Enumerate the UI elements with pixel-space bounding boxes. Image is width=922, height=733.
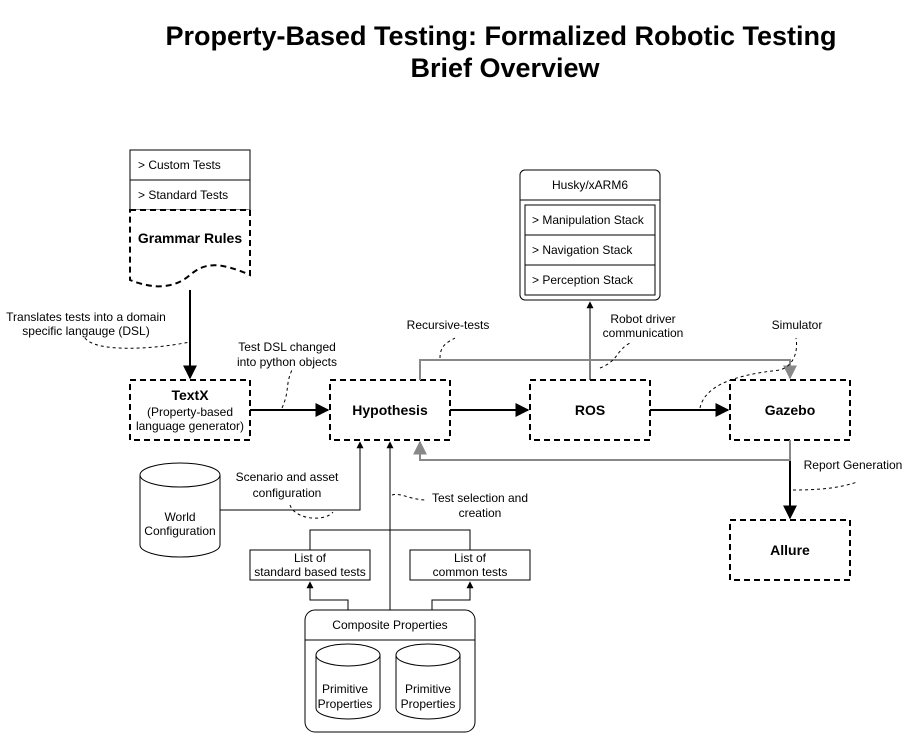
gazebo-label: Gazebo <box>765 402 816 418</box>
ros-node: ROS <box>529 379 651 441</box>
primitive1-line1: Primitive <box>322 682 368 696</box>
dsl-annotation-line2: specific langauge (DSL) <box>22 324 149 338</box>
recursive-tests-arrow <box>419 359 797 380</box>
composite-properties-block: Composite Properties Primitive Propertie… <box>304 609 476 733</box>
textx-sub2: language generator) <box>136 419 244 433</box>
hypothesis-node: Hypothesis <box>329 379 451 441</box>
common-list-line1: List of <box>454 551 487 565</box>
world-to-hypothesis-arrow <box>220 441 364 511</box>
world-config-line2: Configuration <box>144 524 215 538</box>
callout-curves <box>84 337 858 519</box>
grammar-block: > Custom Tests > Standard Tests Grammar … <box>129 149 251 288</box>
standard-tests-item: > Standard Tests <box>138 188 228 202</box>
textx-sub1: (Property-based <box>147 405 233 419</box>
report-feedback-arrow <box>413 440 791 461</box>
diagram-title-line1: Property-Based Testing: Formalized Robot… <box>165 21 836 51</box>
grammar-rules-label: Grammar Rules <box>138 230 242 246</box>
recursive-tests-annotation: Recursive-tests <box>407 318 490 332</box>
standard-list-line1: List of <box>294 551 327 565</box>
selection-annotation-line2: creation <box>459 506 502 520</box>
connectors <box>183 290 797 610</box>
scenario-annotation-line1: Scenario and asset <box>236 470 339 484</box>
world-config-cylinder: World Configuration <box>139 462 221 558</box>
diagram-title-line2: Brief Overview <box>410 53 600 83</box>
python-annotation-line1: Test DSL changed <box>238 340 336 354</box>
common-tests-list: List of common tests <box>409 549 531 581</box>
world-config-line1: World <box>164 510 195 524</box>
composite-title: Composite Properties <box>332 618 447 632</box>
common-list-line2: common tests <box>433 565 508 579</box>
simulator-annotation: Simulator <box>772 318 823 332</box>
textx-title: TextX <box>171 387 209 403</box>
lists-bracket <box>309 529 471 550</box>
selection-annotation-line1: Test selection and <box>432 491 528 505</box>
robot-comm-annotation-line2: communication <box>603 326 684 340</box>
robot-title: Husky/xARM6 <box>552 178 628 192</box>
ros-label: ROS <box>575 402 605 418</box>
allure-label: Allure <box>770 542 810 558</box>
allure-node: Allure <box>729 519 851 581</box>
hypothesis-label: Hypothesis <box>352 402 428 418</box>
python-annotation-line2: into python objects <box>237 355 337 369</box>
manipulation-stack-item: > Manipulation Stack <box>532 213 645 227</box>
standard-tests-list: List of standard based tests <box>249 549 371 581</box>
navigation-stack-item: > Navigation Stack <box>532 243 633 257</box>
primitive1-line2: Properties <box>318 697 373 711</box>
primitive-properties-cylinder-2: Primitive Properties <box>395 643 461 720</box>
gazebo-node: Gazebo <box>729 379 851 441</box>
robot-comm-annotation-line1: Robot driver <box>610 312 675 326</box>
textx-node: TextX (Property-based language generator… <box>129 379 251 441</box>
report-generation-annotation: Report Generation <box>804 458 903 472</box>
dsl-annotation-line1: Translates tests into a domain <box>6 310 166 324</box>
primitive2-line1: Primitive <box>405 682 451 696</box>
primitive-properties-cylinder-1: Primitive Properties <box>315 643 381 720</box>
robot-block: Husky/xARM6 > Manipulation Stack > Navig… <box>519 169 661 301</box>
perception-stack-item: > Perception Stack <box>532 273 634 287</box>
composite-to-common-list-arrow <box>431 581 474 610</box>
standard-list-line2: standard based tests <box>254 565 365 579</box>
primitive2-line2: Properties <box>401 697 456 711</box>
custom-tests-item: > Custom Tests <box>138 158 221 172</box>
scenario-annotation-line2: configuration <box>253 486 322 500</box>
annotations: Translates tests into a domain specific … <box>6 310 902 520</box>
composite-to-standard-list-arrow <box>306 581 349 610</box>
